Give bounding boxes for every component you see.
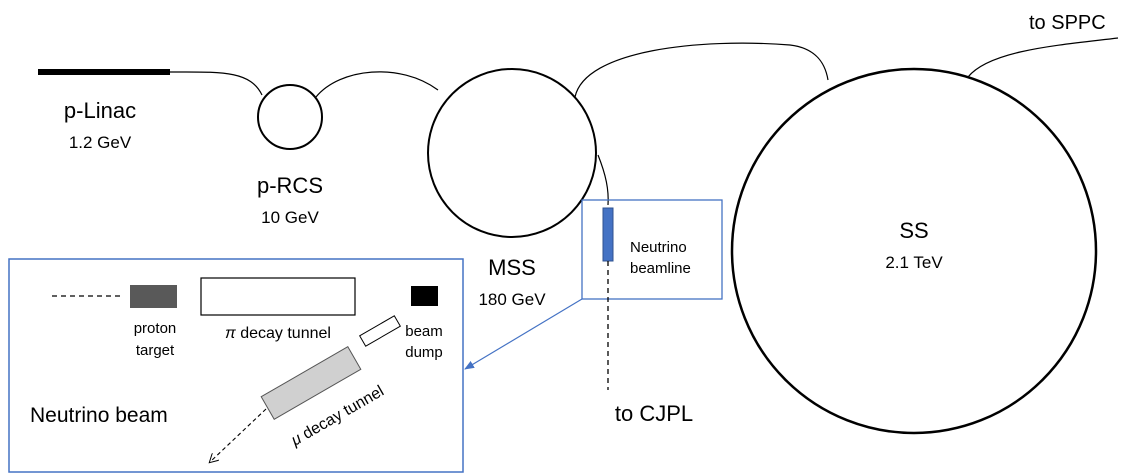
pi-decay-tunnel-text: decay tunnel <box>236 325 331 342</box>
ss-label: SS <box>899 218 928 243</box>
p-rcs-ring <box>257 84 323 150</box>
mss-ring <box>427 68 597 238</box>
to-cjpl-label: to CJPL <box>615 401 693 426</box>
neutrino-beamline-label-line1: Neutrino <box>630 239 687 256</box>
proton-target <box>130 285 177 308</box>
p-rcs-label: p-RCS <box>257 173 323 198</box>
ss-energy: 2.1 TeV <box>885 253 943 272</box>
neutrino-beamline-label-line2: beamline <box>630 260 691 277</box>
p-rcs-energy: 10 GeV <box>261 208 319 227</box>
beam-dump <box>411 286 438 306</box>
zoom-arrow <box>464 298 583 370</box>
muon-decay-tunnel <box>260 346 362 420</box>
linac-rcs-transfer-line <box>169 71 263 96</box>
mss-energy: 180 GeV <box>478 290 546 309</box>
beam-dump-label-line1: beam <box>405 323 443 340</box>
pi-symbol: π <box>225 325 236 342</box>
mss-label: MSS <box>488 255 536 280</box>
neutrino-beamline-box <box>581 199 723 300</box>
to-sppc-label: to SPPC <box>1029 12 1106 34</box>
mss-ss-transfer-line <box>574 42 829 98</box>
proton-target-label-line1: proton <box>134 320 177 337</box>
ss-sppc-transfer-line <box>967 37 1119 78</box>
neutrino-output-arrow <box>210 408 267 462</box>
neutrino-beamline-bar <box>602 207 614 262</box>
ss-ring <box>730 67 1098 435</box>
p-linac-energy: 1.2 GeV <box>69 133 132 152</box>
rcs-mss-transfer-line <box>315 71 439 98</box>
beam-dump-label-line2: dump <box>405 344 443 361</box>
muon-tunnel-cap <box>358 315 402 347</box>
proton-target-label-line2: target <box>136 342 175 359</box>
neutrino-beam-title: Neutrino beam <box>30 404 168 427</box>
mss-extraction-line <box>597 154 609 206</box>
pi-decay-tunnel <box>200 277 356 316</box>
p-linac-label: p-Linac <box>64 98 136 123</box>
neutrino-beam-inset <box>8 258 464 473</box>
pi-decay-tunnel-label: π decay tunnel <box>225 325 331 342</box>
p-linac-bar <box>38 69 170 75</box>
